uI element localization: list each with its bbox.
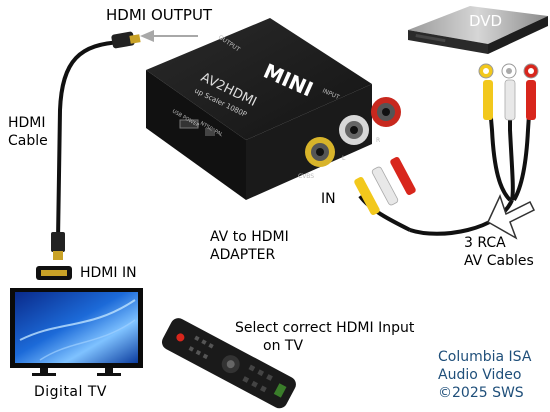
dvd-label: DVD (469, 12, 503, 30)
digital-tv (10, 288, 143, 376)
adapter-label-line2: ADAPTER (210, 247, 276, 263)
adapter-pal-label: PAL (213, 129, 224, 139)
adapter-label-line1: AV to HDMI (210, 229, 289, 245)
hdmi-in-port-icon (36, 266, 72, 280)
rca-pointer-arrow (487, 193, 536, 240)
hdmi-cable (51, 31, 141, 260)
in-label: IN (321, 191, 336, 207)
credit-line1: Columbia ISA (438, 349, 532, 365)
rca-cables-label-line2: AV Cables (464, 253, 534, 269)
rca-cable (354, 79, 536, 236)
adapter-l-label: L (342, 155, 346, 162)
digital-tv-label: Digital TV (34, 384, 107, 400)
rca-cables-label-line1: 3 RCA (464, 235, 506, 251)
credit-line2: Audio Video (438, 367, 522, 383)
adapter-cvbs-label: CVBS (298, 173, 314, 180)
adapter-r-label: R (376, 137, 380, 144)
av-to-hdmi-adapter (146, 18, 401, 200)
dvd-rca-outputs (478, 63, 539, 79)
credit-line3: ©2025 SWS (438, 385, 524, 401)
hdmi-cable-label-line1: HDMI (8, 115, 46, 131)
output-arrow (140, 30, 198, 42)
select-input-label-line1: Select correct HDMI Input (235, 320, 415, 336)
hdmi-in-label: HDMI IN (80, 265, 137, 281)
hdmi-output-label: HDMI OUTPUT (106, 6, 213, 24)
select-input-label-line2: on TV (263, 338, 304, 354)
hdmi-cable-label-line2: Cable (8, 133, 48, 149)
remote-control (161, 318, 296, 409)
dvd-player (408, 6, 548, 54)
